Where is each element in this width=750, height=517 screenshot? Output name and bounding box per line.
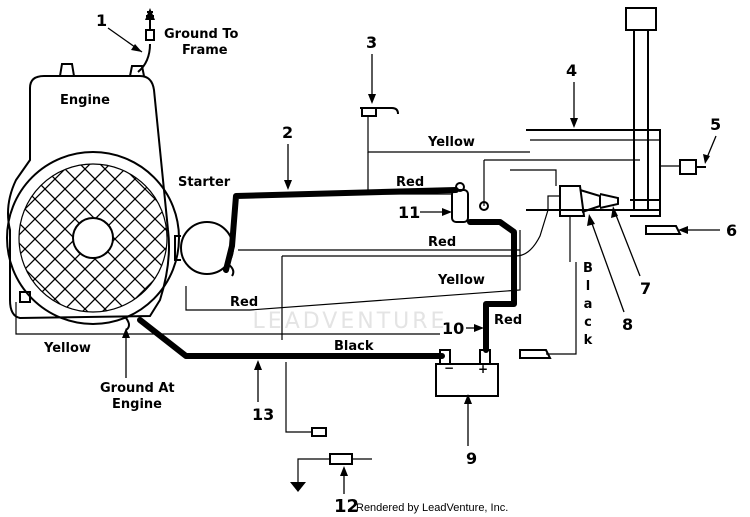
battery-minus: −	[444, 361, 454, 375]
thin-wires	[15, 116, 680, 340]
callout-9: 9	[466, 449, 477, 468]
connector-12	[290, 453, 372, 492]
wire-label-black-vertical-2: l	[586, 279, 590, 294]
callout-4: 4	[566, 61, 577, 80]
connector-5	[679, 159, 706, 175]
label-ground-at: Ground At	[100, 381, 175, 396]
battery-plus: +	[478, 362, 488, 376]
callout-5: 5	[710, 115, 721, 134]
ground-to-frame-lead	[137, 8, 155, 73]
footer-credit: Rendered by LeadVenture, Inc.	[356, 502, 508, 514]
wire-label-black: Black	[334, 339, 374, 354]
callout-12: 12	[334, 496, 359, 517]
watermark: LEADVENTURE	[253, 309, 448, 334]
wire-label-red-top: Red	[396, 175, 424, 190]
engine	[6, 63, 180, 331]
label-starter: Starter	[178, 175, 231, 190]
connector-13-end	[285, 362, 327, 437]
label-ground-at-engine: Engine	[112, 397, 162, 412]
battery: − +	[435, 349, 499, 397]
callout-6: 6	[726, 221, 737, 240]
callout-8: 8	[622, 315, 633, 334]
callout-1: 1	[96, 11, 107, 30]
connector-black	[519, 262, 577, 359]
wire-label-yellow-top: Yellow	[427, 135, 475, 150]
label-ground-to: Ground To	[164, 27, 238, 42]
callout-2: 2	[282, 123, 293, 142]
wire-label-red-mid: Red	[428, 235, 456, 250]
label-engine: Engine	[60, 93, 110, 108]
connector-3	[360, 107, 399, 117]
callout-3: 3	[366, 33, 377, 52]
callout-7: 7	[640, 279, 651, 298]
callout-11: 11	[398, 203, 420, 222]
wire-label-black-vertical-1: B	[583, 261, 593, 276]
upper-assembly	[526, 7, 661, 217]
label-frame: Frame	[182, 43, 228, 58]
heavy-cables	[137, 187, 517, 359]
ignition-switch	[547, 185, 619, 217]
wire-label-black-vertical-4: c	[584, 315, 592, 330]
wire-label-black-vertical-5: k	[584, 333, 593, 348]
wire-label-yellow-mid: Yellow	[437, 273, 485, 288]
wire-label-red-10: Red	[494, 313, 522, 328]
callout-13: 13	[252, 405, 274, 424]
connector-6	[645, 225, 682, 235]
wire-label-yellow-left: Yellow	[43, 341, 91, 356]
wire-label-black-vertical-3: a	[584, 297, 593, 312]
callout-10: 10	[442, 319, 464, 338]
wire-label-red-left: Red	[230, 295, 258, 310]
